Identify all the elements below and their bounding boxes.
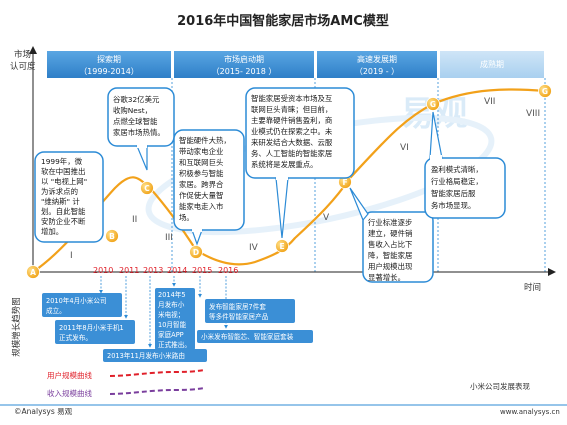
svg-text:市场: 市场 [14,49,31,60]
event-2016: 小米发布智能芯、智能家庭套装 [197,330,313,343]
phase-years-exploration: （1999-2014） [79,67,139,76]
copyright: ©Analysys 易观 [14,407,73,416]
phase-band-growth [317,51,437,78]
svg-text:1999年，微 软在中国推出 以 ": 1999年，微 软在中国推出 以 "电视上网" 为诉求点的 "维纳斯" 计 划。… [41,157,89,236]
svg-text:G: G [542,87,548,96]
legend-revenue-line [109,387,206,395]
x-axis-label: 时间 [524,282,541,293]
event-2015: 发布智能家居7件套 等多件智能家居产品 [205,299,295,323]
legend: 用户规模曲线 收入规模曲线 [47,369,206,398]
phase-band-exploration [47,51,171,78]
year-2011: 2011 [119,266,139,275]
svg-text:2014年5 月发布小 米电视；: 2014年5 月发布小 米电视； 10月智能 家庭APP 正式推出。 [158,290,191,349]
svg-text:智能硬件大热， 带动家电企业 和互联: 智能硬件大热， 带动家电企业 和互联网巨头 积极参与智能 家居。跨界合 作促使大… [179,136,233,222]
callout-g: 盈利模式清晰， 行业格局稳定， 智能家居后服 务市场显现。 [424,111,506,219]
numeral-6: VI [400,143,409,153]
legend-revenue-label: 收入规模曲线 [47,388,92,398]
stage-points: A B C D E F G G [26,84,552,279]
svg-text:2011年8月小米手机1 正式发布。: 2011年8月小米手机1 正式发布。 [59,323,126,342]
numeral-1: I [70,251,73,261]
stage-numerals: I II III IV V VI VII VIII [70,97,540,261]
svg-text:B: B [109,232,115,241]
year-2016: 2016 [218,266,238,275]
numeral-4: IV [249,243,259,253]
numeral-7: VII [484,97,495,107]
phase-years-growth: （2019 - ） [355,67,399,76]
callout-e: 智能家居受资本市场及互 联网巨头青睐；但目前， 主要靠硬件销售盈利，商 业模式仍… [245,87,355,239]
stage-point-b: B [105,229,119,243]
stage-point-g2: G [538,84,552,98]
callout-a: 1999年，微 软在中国推出 以 "电视上网" 为诉求点的 "维纳斯" 计 划。… [34,151,104,243]
stage-point-d: D [189,245,203,259]
phase-bands: 探索期 （1999-2014） 市场启动期 （2015- 2018 ） 高速发展… [47,51,544,78]
year-labels: 2010 2011 2013 2014 2015 2016 [93,266,238,275]
website: www.analysys.cn [500,408,560,416]
svg-text:认可度: 认可度 [10,61,36,72]
svg-text:2010年4月小米公司 成立。: 2010年4月小米公司 成立。 [46,296,109,315]
svg-text:谷歌32亿美元 收购Nest， 点燃: 谷歌32亿美元 收购Nest， 点燃全球智能 家居市场热情。 [113,95,165,137]
svg-text:智能家居受资本市场及互 联网巨头青睐；但目前，: 智能家居受资本市场及互 联网巨头青睐；但目前， 主要靠硬件销售盈利，商 业模式仍… [251,94,335,169]
svg-text:盈利模式清晰， 行业格局稳定， 智能: 盈利模式清晰， 行业格局稳定， 智能家居后服 务市场显现。 [431,165,485,210]
year-2014: 2014 [167,266,187,275]
legend-user-label: 用户规模曲线 [47,370,92,380]
callout-c: 谷歌32亿美元 收购Nest， 点燃全球智能 家居市场热情。 [107,87,175,171]
svg-text:行业标准逐步 建立，硬件销 售收入占: 行业标准逐步 建立，硬件销 售收入占比下 降，智能家居 用户规模出现 显著增长。 [368,218,415,282]
event-2010: 2010年4月小米公司 成立。 [42,293,122,317]
y-axis-top-label: 市场 认可度 [10,49,36,72]
numeral-5: V [323,213,330,223]
stage-point-a: A [26,265,40,279]
legend-user-line [109,369,206,377]
year-2015: 2015 [192,266,212,275]
stage-point-g1: G [426,97,440,111]
phase-label-mature: 成熟期 [480,59,504,69]
phase-band-launch [174,51,314,78]
footnote: 小米公司发展表现 [470,381,530,391]
svg-text:F: F [342,178,347,187]
phase-years-launch: （2015- 2018 ） [212,67,277,76]
svg-text:小米发布智能芯、智能家庭套装: 小米发布智能芯、智能家庭套装 [201,332,294,341]
axes [29,46,556,276]
numeral-8: VIII [526,109,540,119]
numeral-3: III [165,233,173,243]
stage-point-c: C [140,181,154,195]
year-2013: 2013 [143,266,163,275]
callout-f: 行业标准逐步 建立，硬件销 售收入占比下 降，智能家居 用户规模出现 显著增长。 [349,187,434,283]
svg-text:2013年11月发布小米路由: 2013年11月发布小米路由 [107,351,185,360]
phase-label-exploration: 探索期 [97,54,121,64]
phase-label-growth: 高速发展期 [357,54,397,64]
numeral-2: II [132,215,137,225]
svg-text:G: G [430,100,436,109]
event-2013: 2013年11月发布小米路由 [103,349,207,362]
svg-text:E: E [279,242,284,251]
amc-curve [32,88,546,273]
svg-text:规模增长趋势图: 规模增长趋势图 [11,297,22,357]
svg-text:D: D [193,248,199,257]
stage-point-e: E [275,239,289,253]
svg-text:A: A [30,268,36,277]
svg-text:发布智能家居7件套 等多件智能家居产品: 发布智能家居7件套 等多件智能家居产品 [209,302,269,321]
year-2010: 2010 [93,266,113,275]
svg-text:C: C [144,184,150,193]
phase-band-mature [440,51,544,78]
phase-label-launch: 市场启动期 [224,54,264,64]
y-axis-bottom-label: 规模增长趋势图 [11,297,22,357]
page-title: 2016年中国智能家居市场AMC模型 [177,13,389,29]
event-2014: 2014年5 月发布小 米电视； 10月智能 家庭APP 正式推出。 [155,288,195,350]
callout-d: 智能硬件大热， 带动家电企业 和互联网巨头 积极参与智能 家居。跨界合 作促使大… [173,129,245,246]
event-2011: 2011年8月小米手机1 正式发布。 [55,320,135,344]
